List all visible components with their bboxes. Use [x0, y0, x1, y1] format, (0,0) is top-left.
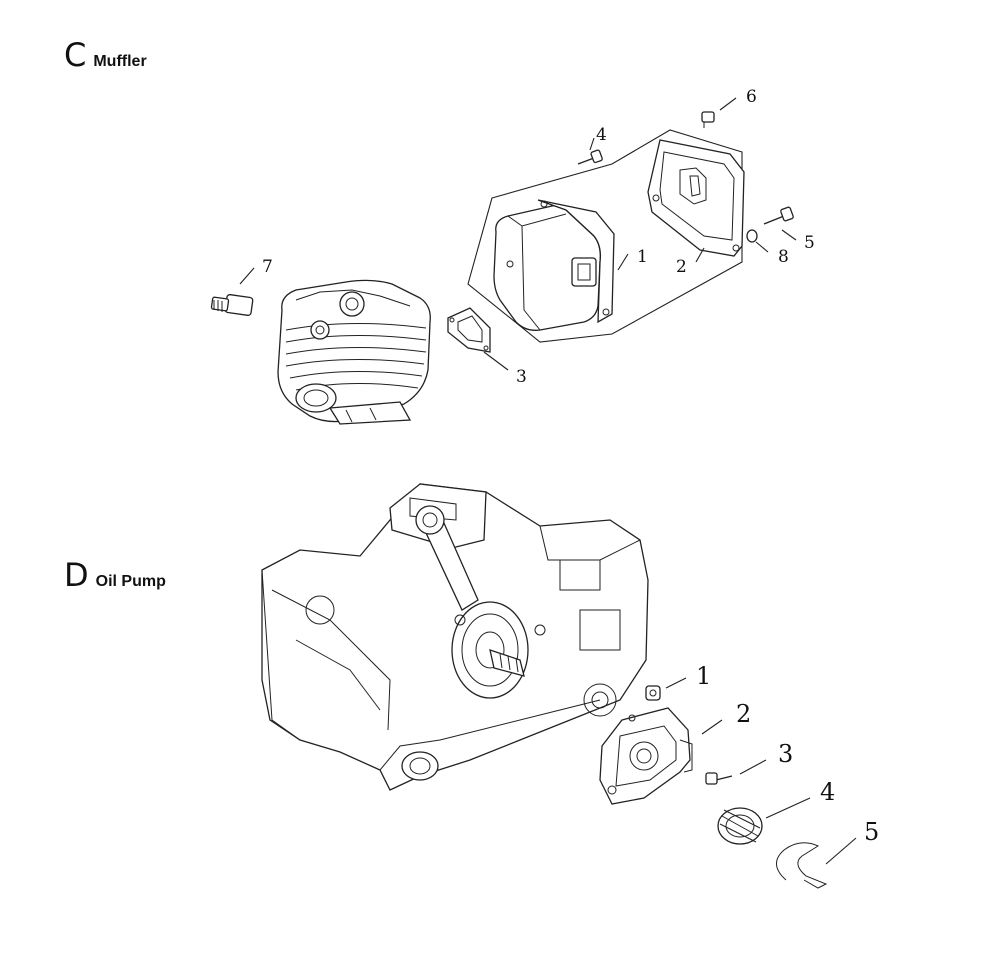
section-d-title: Oil Pump	[95, 573, 166, 590]
callout-line-c4	[589, 137, 595, 151]
muffler-washer-part	[746, 229, 758, 243]
muffler-body-part	[493, 199, 615, 331]
callout-c8: 8	[778, 247, 789, 267]
callout-c6: 6	[746, 87, 757, 107]
muffler-gasket-part	[447, 307, 491, 353]
callout-line-c3	[483, 351, 509, 371]
callout-line-c1	[617, 253, 629, 271]
callout-d2: 2	[736, 700, 751, 728]
callout-c3: 3	[516, 367, 527, 387]
oil-pump-screw-part	[705, 772, 733, 785]
section-c-title: Muffler	[93, 53, 147, 70]
callout-d1: 1	[696, 662, 711, 690]
callout-line-c7	[239, 267, 255, 285]
oil-pump-body-part	[599, 707, 693, 805]
oil-pump-worm-gear-part	[717, 807, 763, 845]
callout-c1: 1	[637, 247, 648, 267]
section-d-header: D Oil Pump	[64, 556, 166, 594]
callout-line-c8	[755, 241, 769, 253]
muffler-bolt-5-part	[763, 206, 794, 225]
callout-d4: 4	[820, 778, 835, 806]
section-c-header: C Muffler	[64, 36, 147, 74]
cylinder-part	[277, 279, 431, 425]
section-d-letter: D	[64, 556, 89, 594]
muffler-cover-part	[647, 139, 745, 257]
callout-line-d3	[739, 759, 767, 775]
muffler-screw-4-part	[577, 149, 603, 165]
oil-pump-diagram: 1 2 3 4 5	[261, 483, 879, 889]
muffler-group-outline	[467, 129, 743, 343]
callout-d3: 3	[778, 740, 793, 768]
muffler-diagram: 1 2 3 4 5 6 7 8	[210, 87, 815, 425]
crankcase-part	[261, 483, 649, 791]
callout-line-c2	[695, 247, 705, 263]
callout-line-c5	[781, 229, 797, 241]
callout-line-d1	[665, 677, 687, 689]
decompression-valve-part	[210, 294, 254, 316]
callout-c2: 2	[676, 257, 687, 277]
callout-c7: 7	[262, 257, 273, 277]
section-c-letter: C	[64, 36, 86, 74]
callout-line-d4	[765, 797, 811, 819]
callout-d5: 5	[864, 818, 879, 846]
callout-c4: 4	[596, 125, 607, 145]
muffler-screw-6-part	[701, 111, 715, 128]
callout-c5: 5	[804, 233, 815, 253]
callout-line-d5	[825, 837, 857, 865]
callout-line-d2	[701, 719, 723, 735]
callout-line-c6	[719, 97, 737, 111]
oil-pump-seal-part	[645, 685, 661, 701]
oil-pump-spring-clip-part	[776, 842, 828, 889]
